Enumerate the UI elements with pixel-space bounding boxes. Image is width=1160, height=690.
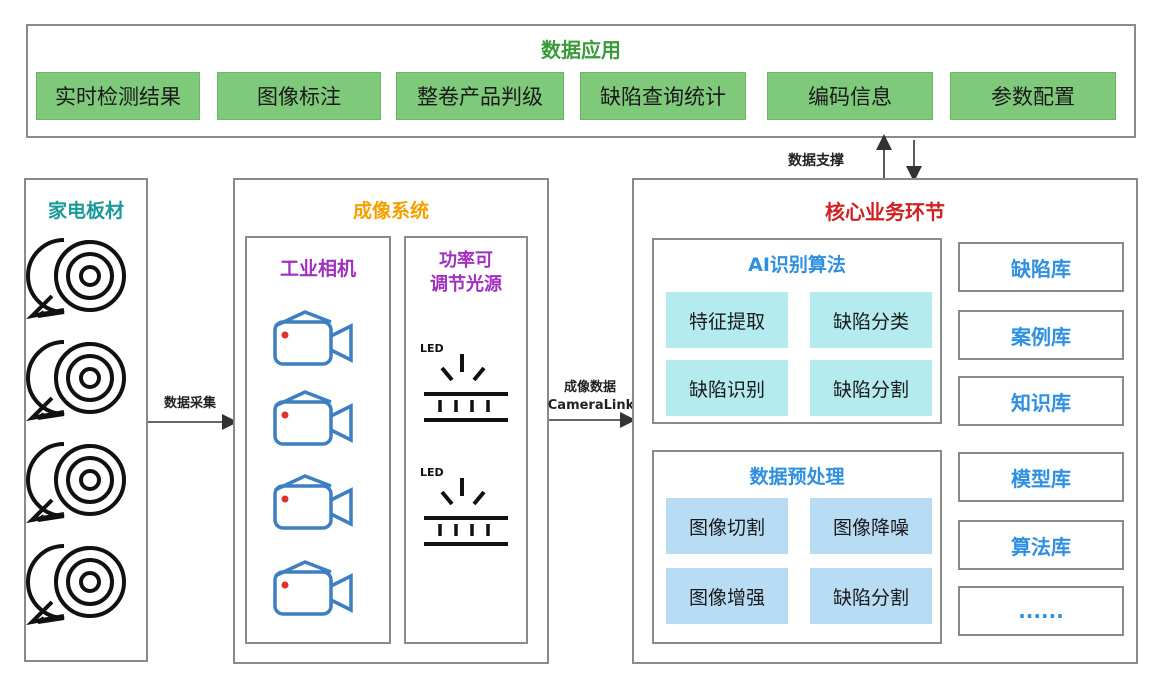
ai-item-feature-extraction[interactable]: 特征提取 — [666, 292, 788, 348]
data-support-label: 数据支撑 — [788, 153, 844, 169]
led-label-2: LED — [420, 466, 444, 479]
led-light-icons — [422, 354, 510, 546]
library-model[interactable]: 模型库 — [958, 452, 1124, 502]
data-application-title: 数据应用 — [541, 38, 621, 62]
material-title: 家电板材 — [47, 200, 124, 222]
app-item-parameter-config[interactable]: 参数配置 — [950, 72, 1116, 120]
imaging-title: 成像系统 — [352, 200, 429, 222]
industrial-camera-panel — [245, 236, 391, 644]
app-item-defect-query[interactable]: 缺陷查询统计 — [580, 72, 746, 120]
camera-icons — [273, 310, 353, 616]
library-more[interactable]: ...... — [958, 586, 1124, 636]
light-source-panel — [404, 236, 528, 644]
ai-item-defect-segmentation[interactable]: 缺陷分割 — [810, 360, 932, 416]
steel-coil-icon — [26, 238, 126, 320]
video-camera-icon — [273, 560, 353, 616]
pre-item-image-denoise[interactable]: 图像降噪 — [810, 498, 932, 554]
app-item-image-annotation[interactable]: 图像标注 — [217, 72, 381, 120]
video-camera-icon — [273, 310, 353, 366]
industrial-camera-title: 工业相机 — [279, 258, 356, 280]
data-acquire-label: 数据采集 — [163, 396, 216, 411]
pre-item-image-cutting[interactable]: 图像切割 — [666, 498, 788, 554]
light-source-title-line1: 功率可 — [439, 250, 493, 271]
video-camera-icon — [273, 474, 353, 530]
app-item-realtime-result[interactable]: 实时检测结果 — [36, 72, 200, 120]
ai-item-defect-recognition[interactable]: 缺陷识别 — [666, 360, 788, 416]
transfer-label-line2: CameraLink — [547, 398, 635, 413]
app-item-encoding-info[interactable]: 编码信息 — [767, 72, 933, 120]
led-light-icon — [422, 476, 510, 546]
library-knowledge[interactable]: 知识库 — [958, 376, 1124, 426]
preprocessing-title: 数据预处理 — [749, 466, 845, 488]
core-business-title: 核心业务环节 — [825, 200, 945, 224]
pre-item-image-enhance[interactable]: 图像增强 — [666, 568, 788, 624]
library-defect[interactable]: 缺陷库 — [958, 242, 1124, 292]
steel-coil-icons — [26, 238, 126, 624]
app-item-roll-grading[interactable]: 整卷产品判级 — [396, 72, 564, 120]
video-camera-icon — [273, 390, 353, 446]
ai-item-defect-classification[interactable]: 缺陷分类 — [810, 292, 932, 348]
led-light-icon — [424, 354, 508, 422]
pre-item-defect-segmentation[interactable]: 缺陷分割 — [810, 568, 932, 624]
steel-coil-icon — [26, 442, 126, 522]
steel-coil-icon — [26, 340, 126, 420]
transfer-label-line1: 成像数据 — [563, 380, 616, 395]
light-source-title-line2: 调节光源 — [430, 274, 502, 295]
library-algorithm[interactable]: 算法库 — [958, 520, 1124, 570]
library-case[interactable]: 案例库 — [958, 310, 1124, 360]
led-label: LED — [420, 342, 444, 355]
ai-algorithm-title: AI识别算法 — [748, 254, 846, 276]
steel-coil-icon — [26, 544, 126, 624]
